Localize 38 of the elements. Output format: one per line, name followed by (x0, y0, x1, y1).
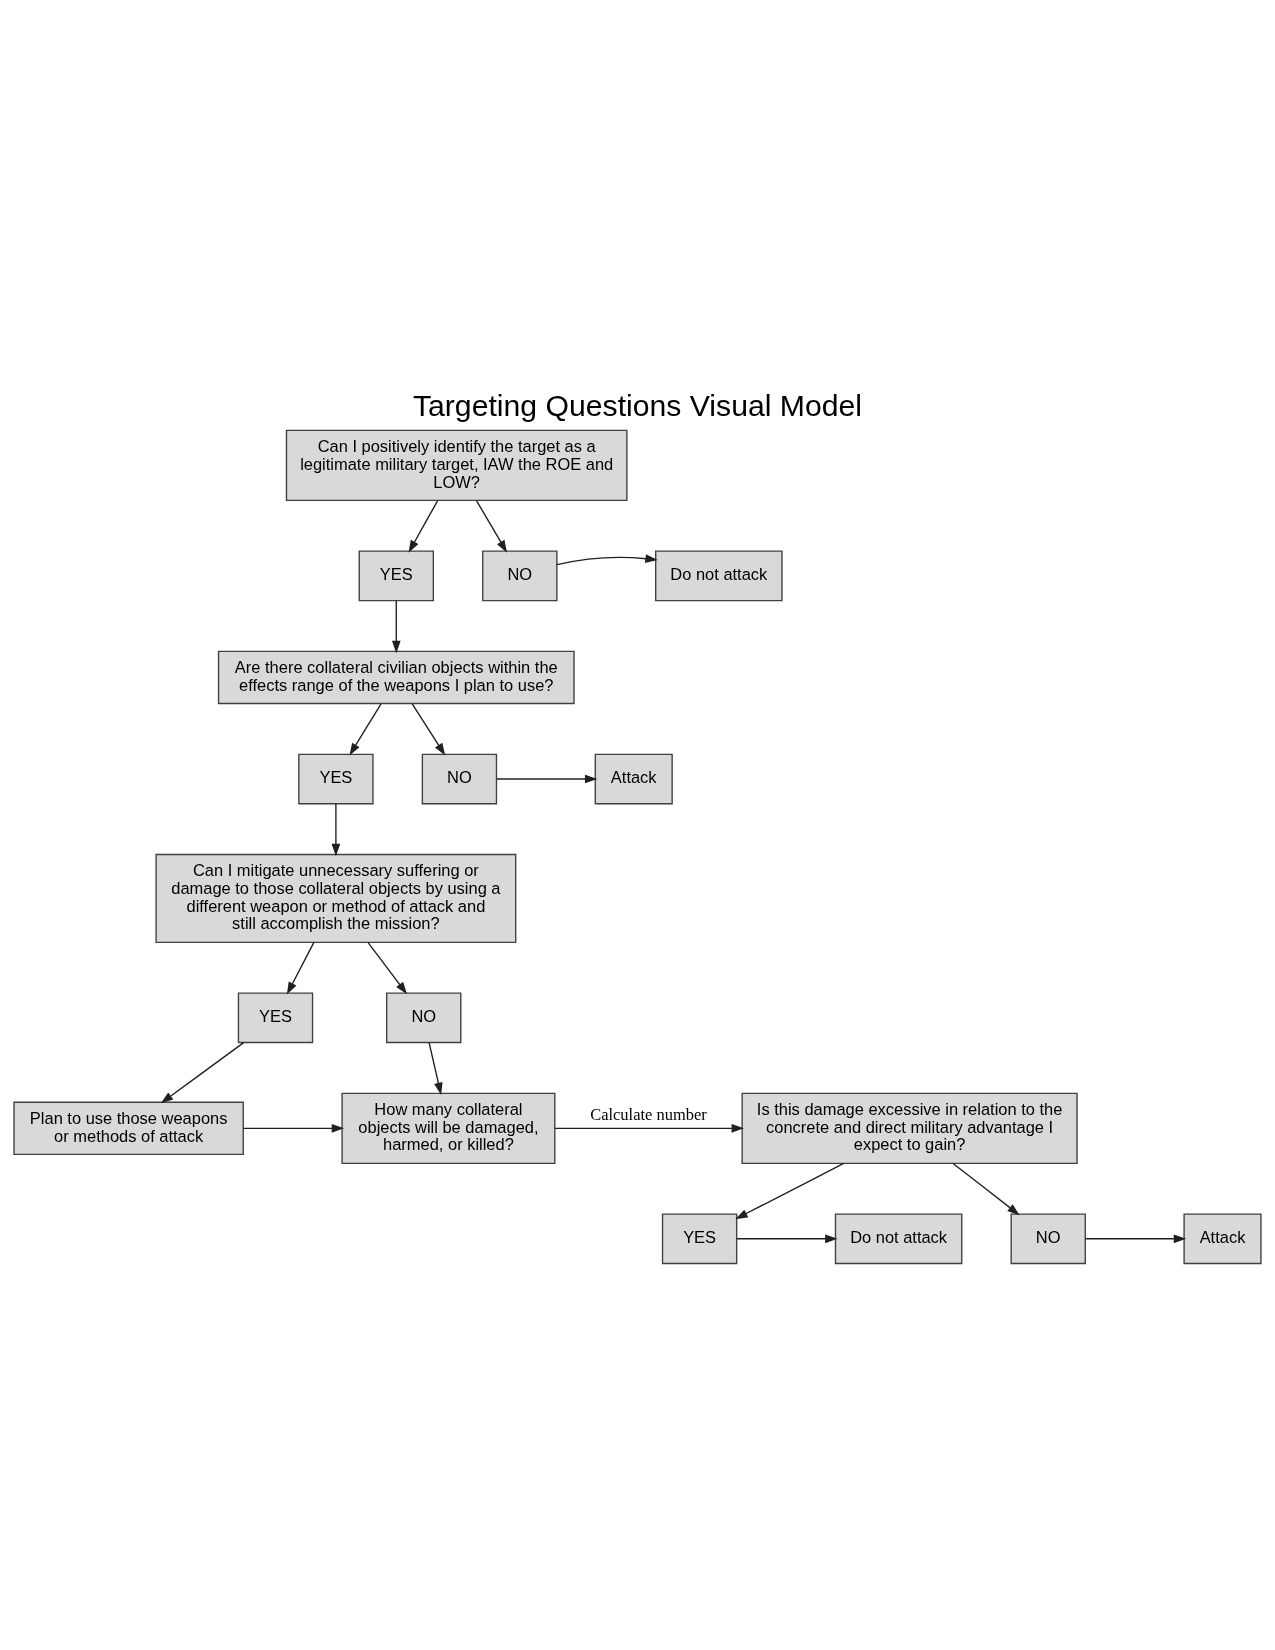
arrow (556, 554, 658, 566)
node-box: Attack (594, 753, 673, 805)
node-box: NO (386, 992, 462, 1044)
arrow (554, 1124, 744, 1133)
arrow (496, 774, 598, 784)
arrow (1085, 1234, 1187, 1244)
node-box: YES (661, 1213, 738, 1265)
arrow (367, 941, 408, 995)
node-box: Plan to use those weapons or methods of attack (13, 1101, 244, 1156)
arrow (735, 1162, 845, 1220)
diagram-title: Targeting Questions Visual Model (412, 389, 863, 423)
arrow (349, 703, 382, 756)
node-box: Is this damage excessive in relation to the concrete and direct military advantage I expect to gain? (741, 1092, 1078, 1164)
node-box: YES (298, 753, 374, 805)
edge-label: Calculate number (590, 1104, 707, 1124)
arrow (952, 1162, 1020, 1216)
arrow (408, 500, 439, 553)
node-box: How many collateral objects will be damaged, harmed, or killed? (341, 1092, 556, 1164)
arrow (242, 1124, 345, 1133)
node-box: Do not attack (655, 550, 783, 602)
node-box: YES (358, 550, 435, 602)
arrow (475, 500, 507, 553)
arrow (391, 600, 401, 654)
node-box: YES (237, 992, 314, 1044)
arrow (286, 941, 315, 995)
node-box: NO (1010, 1213, 1086, 1265)
node-box: NO (421, 753, 498, 805)
arrow (428, 1041, 443, 1095)
node-box: Attack (1183, 1213, 1262, 1265)
node-box: NO (482, 550, 558, 602)
node-box: Are there collateral civilian objects within the effects range of the weapons I plan to use? (217, 650, 575, 705)
arrow (411, 703, 446, 756)
node-box: Do not attack (834, 1213, 963, 1265)
arrow (331, 803, 341, 857)
arrow (736, 1234, 838, 1244)
node-box: Can I positively identify the target as a legitimate military target, IAW the ROE and LOW? (285, 429, 628, 502)
node-box: Can I mitigate unnecessary suffering or damage to those collateral objects by using a different weapon or method of attack and still accomplish the mission? (155, 853, 517, 944)
arrow (160, 1041, 245, 1104)
